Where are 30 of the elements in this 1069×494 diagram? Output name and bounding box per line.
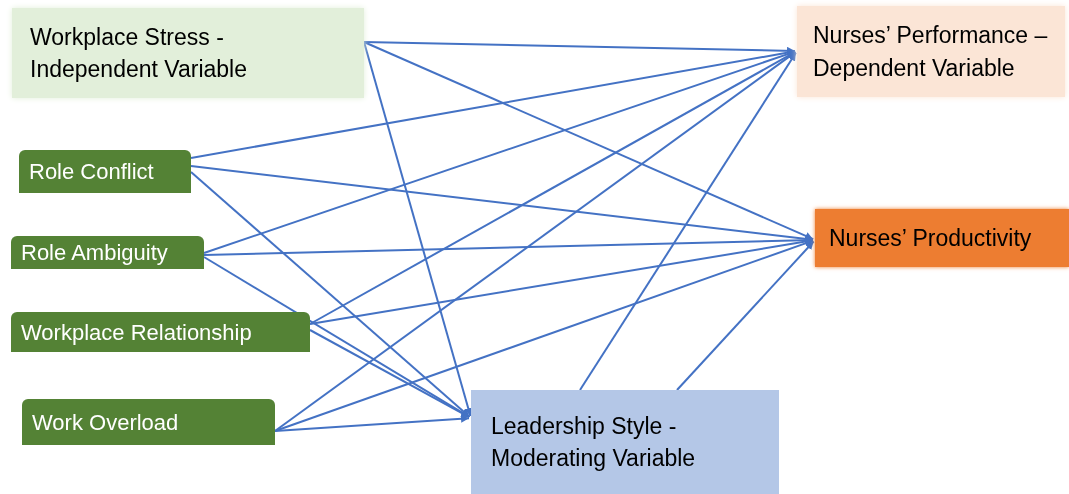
factor-box xyxy=(11,312,310,352)
node-label: Work Overload xyxy=(32,408,180,437)
moderator-box xyxy=(471,390,779,494)
node-label: Nurses’ Productivity xyxy=(829,223,1033,253)
arrow xyxy=(309,51,797,325)
arrow xyxy=(363,41,815,241)
node-label: Leadership Style - Moderating Variable xyxy=(491,411,697,473)
arrow xyxy=(203,50,797,254)
arrow xyxy=(363,41,796,55)
node-label: Workplace Relationship xyxy=(21,318,253,347)
arrow xyxy=(579,51,797,391)
variable-box xyxy=(797,6,1065,97)
variable-box xyxy=(12,8,364,98)
arrow xyxy=(190,171,471,418)
outcome-box xyxy=(815,209,1069,267)
node-label: Nurses’ Performance – Dependent Variable xyxy=(813,21,1049,83)
arrow xyxy=(309,237,815,325)
node-label: Role Ambiguity xyxy=(21,239,169,267)
factor-box xyxy=(11,236,204,269)
arrow xyxy=(274,51,797,432)
arrow xyxy=(190,48,797,159)
arrow xyxy=(274,414,470,432)
node-label: Workplace Stress - Independent Variable xyxy=(30,22,248,84)
factor-box xyxy=(19,150,191,193)
node-label: Role Conflict xyxy=(29,158,155,186)
arrow xyxy=(676,240,815,391)
arrow xyxy=(274,239,815,432)
arrow xyxy=(203,256,471,418)
factor-box xyxy=(22,399,275,445)
arrow xyxy=(309,329,471,419)
